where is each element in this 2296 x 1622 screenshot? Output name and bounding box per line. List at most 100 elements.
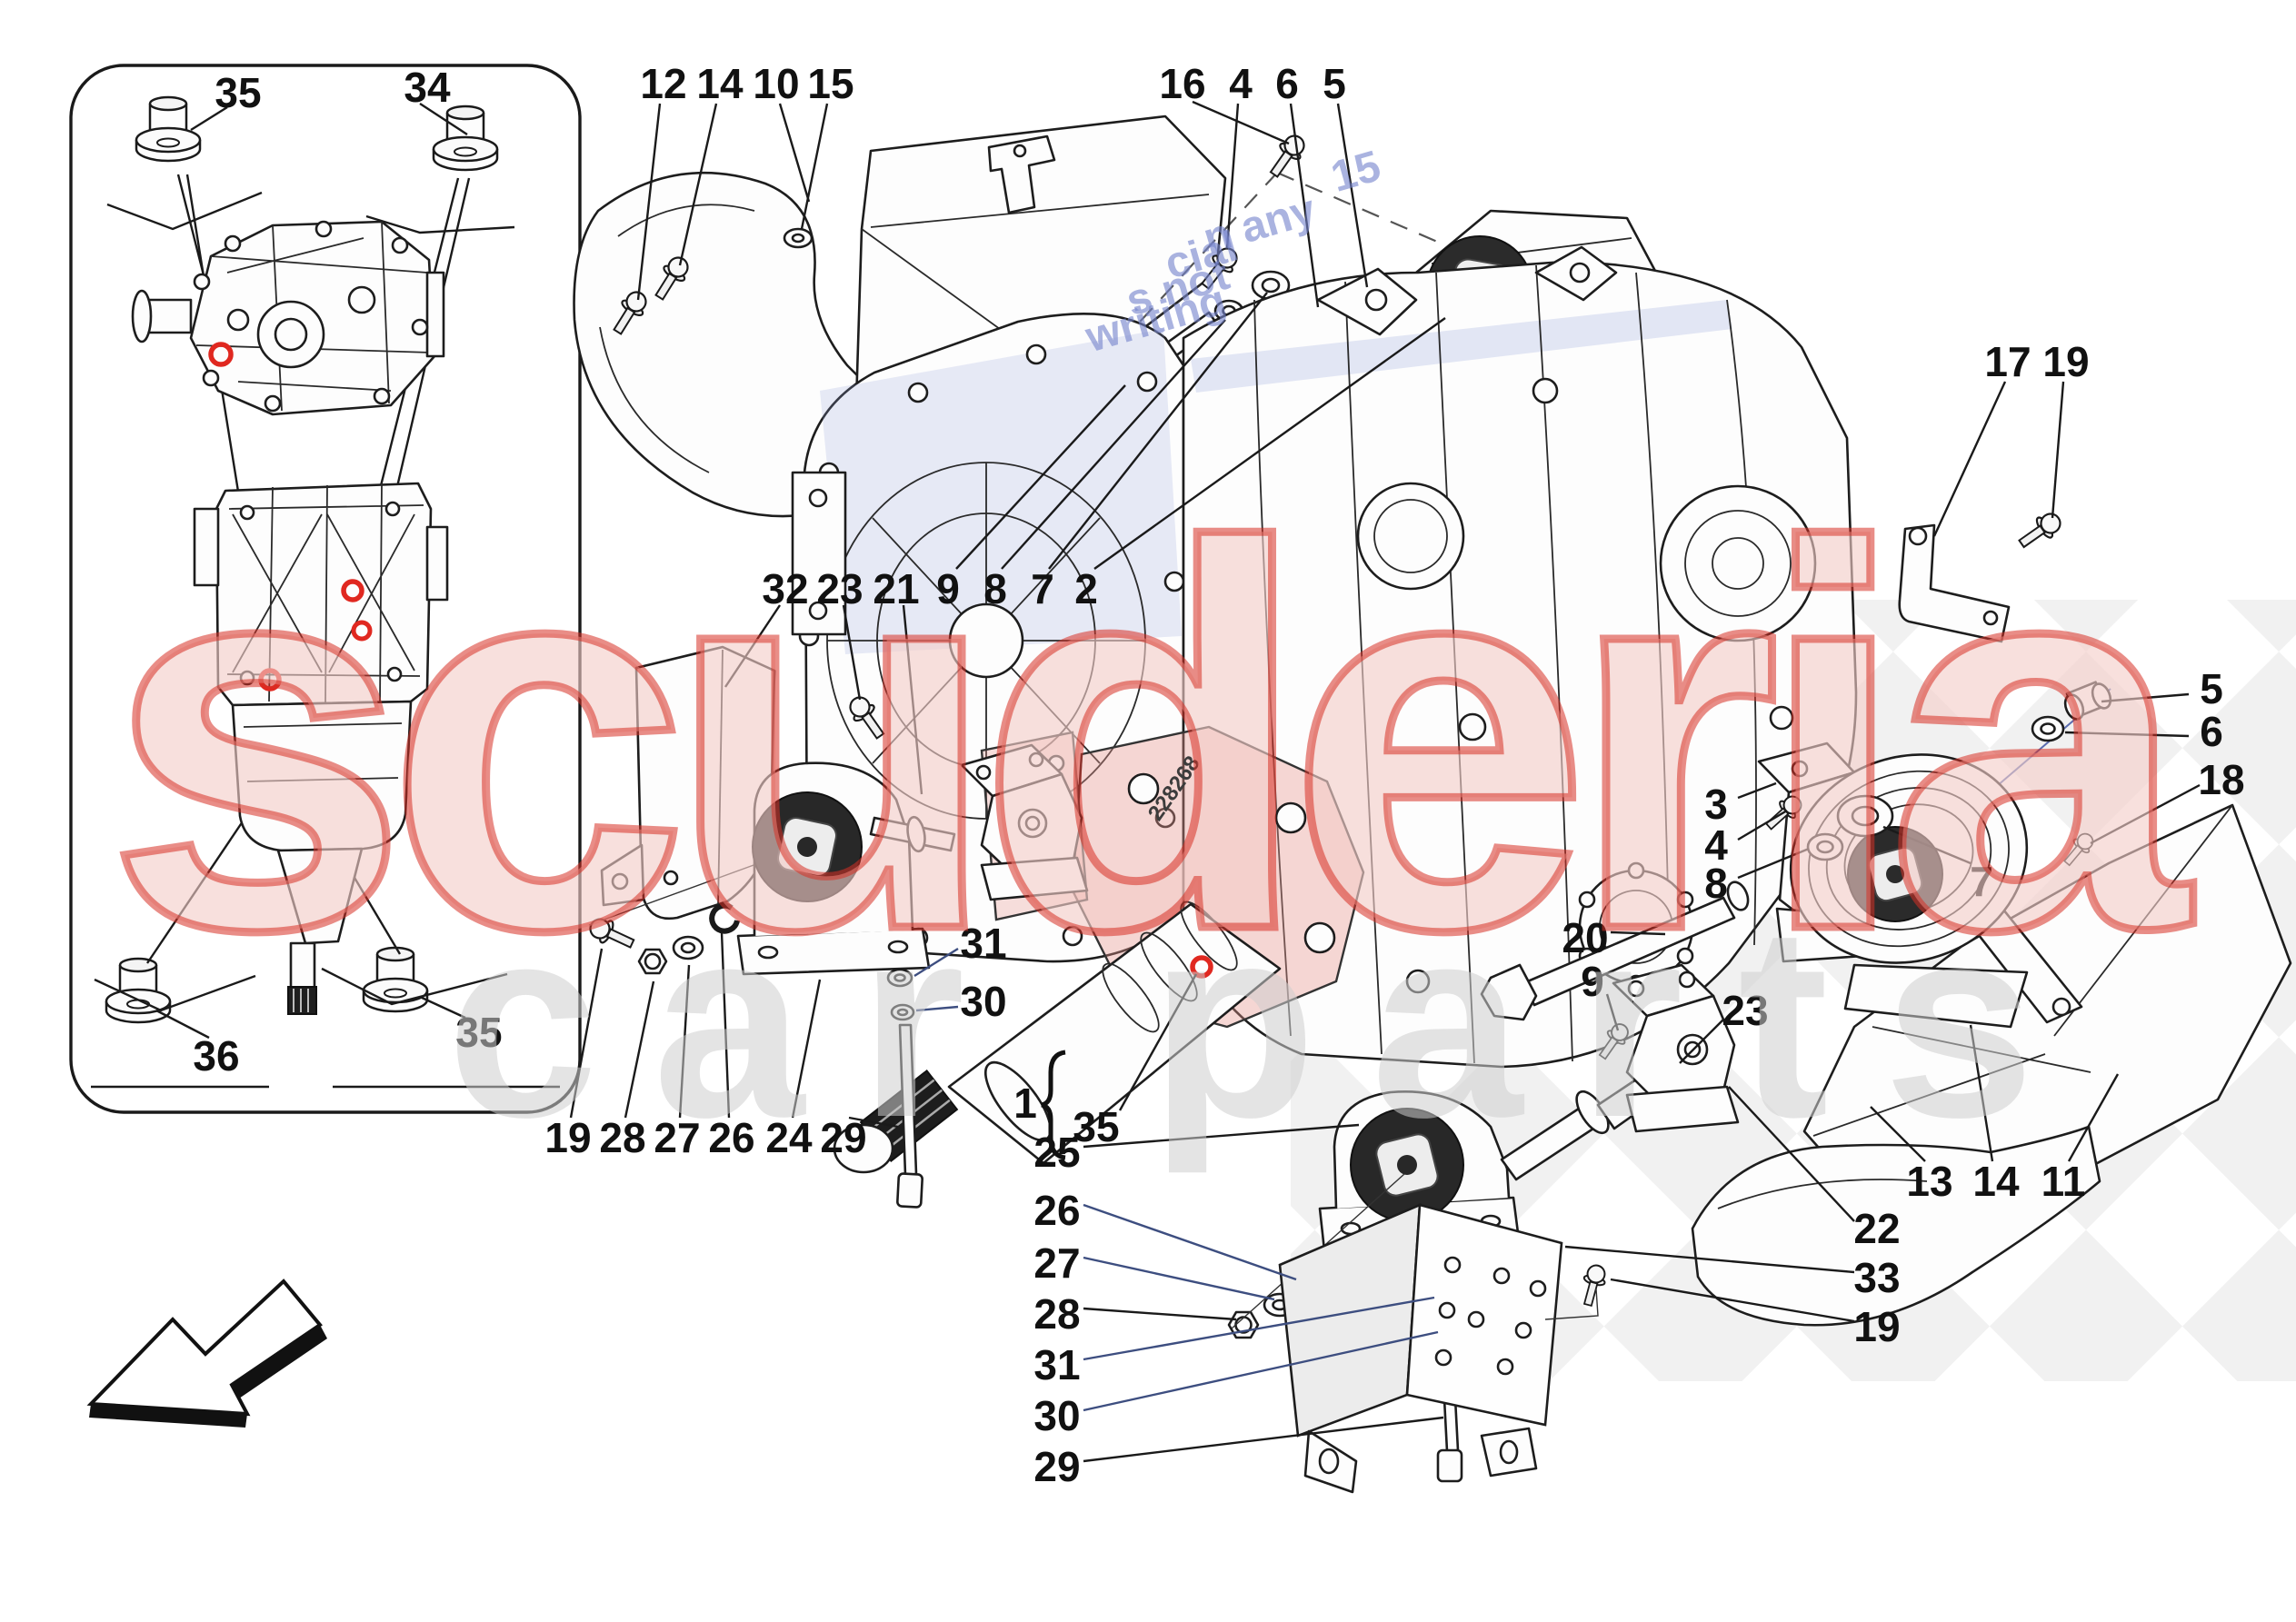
callout-label-4-top: 4 [1229, 60, 1253, 107]
callout-30-mid: 30 [915, 978, 1007, 1025]
callout-leader-31-col [1083, 1296, 1435, 1361]
callout-30-col: 30 [1033, 1330, 1439, 1439]
callout-leader-19-top [2051, 381, 2065, 519]
callout-leader-2 [1093, 317, 1446, 570]
callout-label-35-top-left: 35 [215, 69, 261, 116]
callout-leader-5-right [2101, 692, 2190, 703]
callout-34: 34 [404, 64, 468, 136]
callout-label-7-mid: 7 [1031, 565, 1054, 612]
callout-20: 20 [1562, 914, 1666, 961]
watermark-brand-gray: car parts [446, 869, 2089, 1176]
callout-33: 33 [1564, 1245, 1901, 1301]
callout-14-top: 14 [678, 60, 744, 266]
callout-leader-31-mid [913, 947, 959, 978]
callout-leader-21 [902, 604, 923, 795]
callout-23-mid: 23 [816, 565, 863, 701]
callout-26-bottom-row: 26 [708, 931, 755, 1161]
callout-4-top: 4 [1225, 60, 1253, 250]
red-marker-main [1190, 955, 1213, 979]
callout-leader-23-mid [842, 604, 862, 701]
callout-label-19-bottom-right: 19 [1853, 1303, 1900, 1350]
callout-29-bottom-row: 29 [820, 1114, 899, 1161]
callout-leader-15 [800, 103, 829, 230]
callout-leader-6-top [1289, 103, 1320, 308]
callout-5-right: 5 [2101, 665, 2223, 712]
callout-label-33: 33 [1853, 1254, 1900, 1301]
callout-leader-12 [636, 103, 662, 301]
mount-right-assembly [1480, 507, 2112, 1094]
callout-leader-8-mid [1001, 319, 1226, 570]
callout-leader-36 [155, 1009, 210, 1040]
callout-leader-25 [1083, 1123, 1360, 1149]
callout-leader-35-bottom-left [419, 995, 466, 1020]
callout-35-top-left: 35 [190, 69, 262, 132]
callout-13: 13 [1870, 1106, 1953, 1205]
callout-23-right: 23 [1679, 987, 1769, 1064]
callout-label-6-right: 6 [2200, 708, 2223, 755]
callout-15: 15 [800, 60, 854, 230]
callout-31-mid: 31 [913, 920, 1007, 978]
callout-leader-14-top [678, 103, 718, 266]
callout-label-3: 3 [1704, 781, 1728, 828]
callout-26-col: 26 [1033, 1187, 1297, 1281]
callout-14-right: 14 [1969, 1024, 2020, 1205]
callout-label-18: 18 [2198, 756, 2244, 803]
callout-leader-27-bottom-row [678, 964, 691, 1119]
callout-label-16: 16 [1159, 60, 1205, 107]
callout-2: 2 [1074, 317, 1446, 612]
callout-18: 18 [2090, 756, 2245, 845]
callout-label-9-mid: 9 [936, 565, 960, 612]
callout-12: 12 [636, 60, 687, 301]
callout-label-15: 15 [807, 60, 854, 107]
gearbox-top-view [131, 220, 445, 416]
brace-group-label: 1 [1013, 1080, 1037, 1127]
callout-label-17: 17 [1984, 338, 2031, 385]
callout-label-11: 11 [2041, 1158, 2086, 1205]
gearbox-side-view [193, 482, 449, 1015]
callout-leader-32 [724, 604, 781, 688]
mount-24-assembly [584, 761, 931, 1209]
callout-label-26-bottom-row: 26 [708, 1114, 754, 1161]
callout-leader-29-col [1083, 1416, 1444, 1463]
callout-label-36: 36 [193, 1032, 239, 1080]
bracket-15 [987, 134, 1056, 214]
bushing-34 [432, 104, 499, 172]
nut-28 [637, 948, 668, 975]
overview-panel [69, 64, 582, 1114]
callout-11: 11 [2041, 1073, 2120, 1205]
group-brace-1-35: 1 35 [1013, 973, 1198, 1160]
callout-leader-7-right [1882, 825, 1972, 865]
callout-label-28-col: 28 [1033, 1290, 1080, 1338]
callout-label-22: 22 [1853, 1205, 1900, 1252]
callout-25: 25 [1033, 1123, 1360, 1176]
callout-label-24: 24 [765, 1114, 813, 1161]
callout-label-35-bottom-left: 35 [455, 1009, 502, 1056]
callout-16: 16 [1159, 60, 1290, 145]
callout-24: 24 [765, 979, 822, 1161]
callout-leader-5-top [1336, 103, 1369, 288]
callout-label-4-right: 4 [1704, 821, 1728, 869]
callout-17: 17 [1932, 338, 2031, 537]
callout-label-30-col: 30 [1033, 1392, 1080, 1439]
tail-shaft [833, 901, 1282, 1174]
callout-36: 36 [155, 1009, 240, 1080]
callout-leader-19-bottom-row [569, 948, 604, 1119]
heat-shield-32 [600, 645, 776, 920]
callout-31-col: 31 [1033, 1296, 1435, 1388]
watermark-layer: scuderia car parts 15 n any cial s not w… [102, 142, 2221, 1176]
circlip-26 [709, 902, 740, 934]
direction-arrow [86, 1279, 327, 1428]
callout-leader-17 [1932, 381, 2007, 537]
callout-label-32: 32 [762, 565, 808, 612]
callout-leader-27-col [1083, 1256, 1275, 1301]
callout-label-14-right: 14 [1972, 1158, 2020, 1205]
red-marker [208, 342, 234, 367]
callout-29-col: 29 [1033, 1416, 1444, 1490]
callout-leader-30-col [1083, 1330, 1439, 1412]
callout-label-10: 10 [753, 60, 799, 107]
bolt-29-mid [896, 1023, 923, 1209]
callout-32: 32 [724, 565, 809, 688]
callout-7-right: 7 [1882, 825, 1993, 905]
